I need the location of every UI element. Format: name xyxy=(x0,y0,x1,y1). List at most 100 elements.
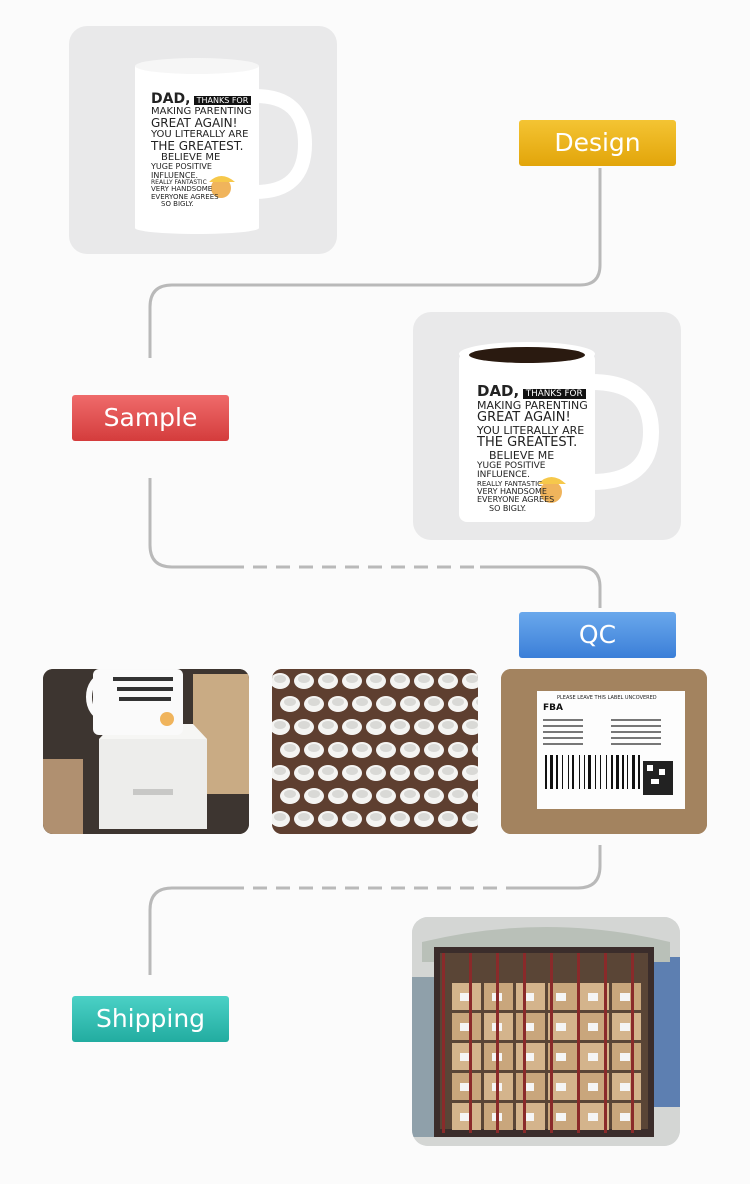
carton-label xyxy=(460,1083,470,1091)
mug-rim-shape xyxy=(370,813,382,821)
mug-line: BELIEVE ME xyxy=(161,151,221,163)
mug-illustration xyxy=(135,58,313,234)
mug-line: SO BIGLY. xyxy=(489,503,527,513)
carton-label xyxy=(460,993,470,1001)
mug-shape xyxy=(472,788,478,804)
mug-rim-shape xyxy=(332,698,344,706)
mug-rim-shape xyxy=(332,744,344,752)
mug-rim-shape xyxy=(418,767,430,775)
mug-inspection-rows xyxy=(272,669,478,834)
mug-line: YOU LITERALLY ARE xyxy=(151,128,249,140)
mug-rim-shape xyxy=(274,767,286,775)
barcode-bar xyxy=(579,755,580,789)
mug-rim-shape xyxy=(404,744,416,752)
mug-line: REALLY FANTASTIC xyxy=(151,179,207,187)
truck-frame-bar xyxy=(496,953,499,1133)
mug-rim-shape xyxy=(404,698,416,706)
mug-rim-shape xyxy=(356,790,368,798)
mug-rim-shape xyxy=(274,675,286,683)
carton-label xyxy=(556,1113,566,1121)
carton-label xyxy=(524,1023,534,1031)
carton-label xyxy=(588,1083,598,1091)
mug-rim-shape xyxy=(298,813,310,821)
carton-label xyxy=(556,1083,566,1091)
mug-rim-shape xyxy=(418,721,430,729)
mug-rim-shape xyxy=(476,699,478,705)
mug-rim-shape xyxy=(394,767,406,775)
carton-label xyxy=(524,1083,534,1091)
mug-line: YUGE POSITIVE xyxy=(477,460,546,471)
mug-line: GREAT AGAIN! xyxy=(151,116,238,131)
mug-rim-shape xyxy=(442,675,454,683)
mug-rim-shape xyxy=(428,790,440,798)
mug-rim-shape xyxy=(332,790,344,798)
truck-frame-bar xyxy=(469,953,472,1133)
mug-rim-shape xyxy=(404,790,416,798)
carton-label xyxy=(620,1113,630,1121)
label-fba-text: FBA xyxy=(543,703,563,713)
truck-frame-bar xyxy=(442,953,445,1133)
mug-rim-shape xyxy=(394,813,406,821)
mug-rim-shape xyxy=(346,767,358,775)
mug-rim-shape xyxy=(322,767,334,775)
mug-rim-shape xyxy=(370,675,382,683)
mug-line: DAD, xyxy=(151,91,191,107)
mug-rim-shape xyxy=(418,675,430,683)
mug-line: BELIEVE ME xyxy=(489,449,555,463)
barcode-bar xyxy=(638,755,640,789)
mug-line: GREAT AGAIN! xyxy=(477,410,571,426)
mug-line: MAKING PARENTING xyxy=(151,105,252,117)
carton-label xyxy=(588,1023,598,1031)
truck-frame-bar xyxy=(631,953,634,1133)
carton-with-shipping-label xyxy=(501,669,707,834)
mug-rim-shape xyxy=(284,790,296,798)
mug-rim-shape xyxy=(394,675,406,683)
label-text-line xyxy=(543,737,583,739)
qc-photo-boxed-mug xyxy=(43,669,249,834)
barcode-bar xyxy=(572,755,574,789)
carton-label xyxy=(460,1113,470,1121)
mug-rim-shape xyxy=(298,675,310,683)
shipping-truck-photo xyxy=(412,917,680,1146)
mug-tag: THANKS FOR xyxy=(522,389,586,399)
label-text-line xyxy=(611,725,661,727)
mug-line: VERY HANDSOME xyxy=(477,486,547,496)
barcode-bar xyxy=(616,755,619,789)
mug-line: THE GREATEST. xyxy=(151,139,244,154)
barcode-bar xyxy=(588,755,591,789)
mug-rim-shape xyxy=(346,813,358,821)
mug-line: THE GREATEST. xyxy=(477,435,578,451)
mug-line: DAD, xyxy=(477,382,520,400)
carton-label xyxy=(620,1023,630,1031)
barcode-bar xyxy=(622,755,624,789)
label-text-line xyxy=(611,719,661,721)
mug-rim-shape xyxy=(442,813,454,821)
boxed-mug-scene xyxy=(43,669,249,834)
sample-mug-card: DAD, THANKS FOR MAKING PARENTING GREAT A… xyxy=(413,312,681,540)
mug-rim-shape xyxy=(298,767,310,775)
step-qc-label: QC xyxy=(519,612,676,658)
label-text-line xyxy=(611,743,661,745)
label-header: PLEASE LEAVE THIS LABEL UNCOVERED xyxy=(557,695,657,701)
mug-rim-shape xyxy=(322,813,334,821)
carton-label xyxy=(556,1023,566,1031)
label-text-line xyxy=(543,725,583,727)
mug-rim-shape xyxy=(466,721,478,729)
barcode-bar xyxy=(545,755,547,789)
mug-rim-shape xyxy=(274,721,286,729)
mug-rim-shape xyxy=(346,721,358,729)
mug-shape xyxy=(472,742,478,758)
carton-label xyxy=(556,993,566,1001)
carton-label xyxy=(620,1053,630,1061)
qc-photo-fba-label: PLEASE LEAVE THIS LABEL UNCOVERED FBA xyxy=(501,669,707,834)
carton-label xyxy=(588,1053,598,1061)
barcode-bar xyxy=(562,755,563,789)
mug-rim-shape xyxy=(452,744,464,752)
barcode-bar xyxy=(627,755,628,789)
truck-frame-bar xyxy=(523,953,526,1133)
mug-rim-shape xyxy=(356,744,368,752)
mug-rim-shape xyxy=(284,744,296,752)
mug-rim-shape xyxy=(466,767,478,775)
mug-rim-shape xyxy=(370,721,382,729)
loaded-truck-scene xyxy=(412,917,680,1146)
